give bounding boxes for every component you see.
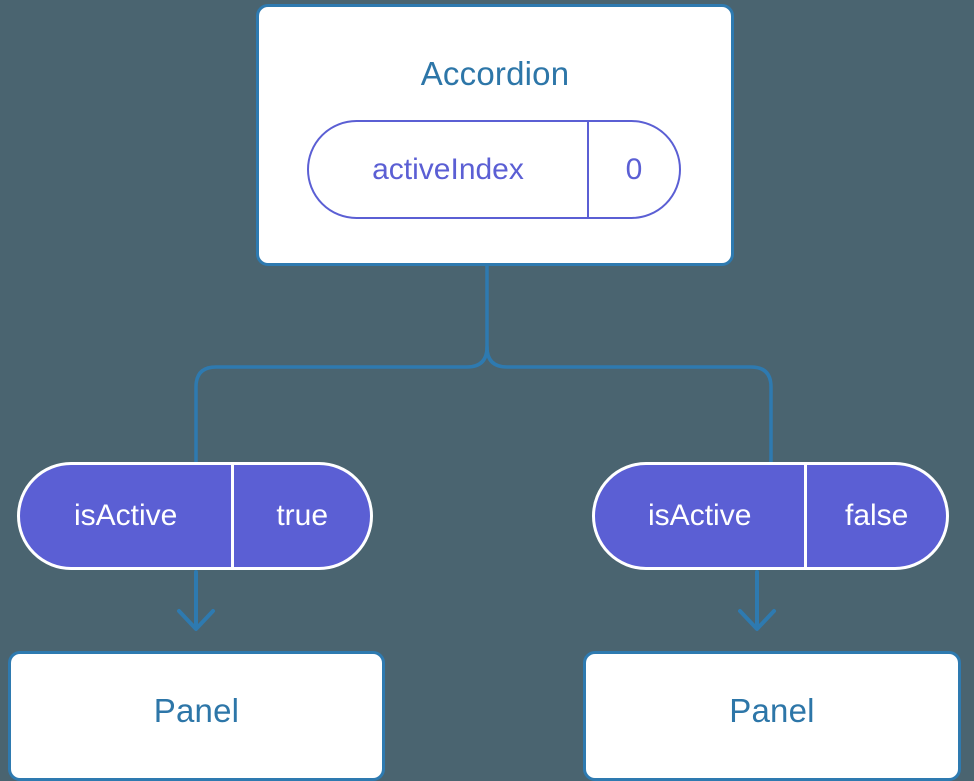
state-pill-is-active-left[interactable]: isActive true <box>17 462 373 570</box>
arrow-right-to-panel <box>738 570 776 631</box>
state-pill-active-index[interactable]: activeIndex 0 <box>307 120 681 219</box>
tree-connector-trunk <box>194 264 489 464</box>
state-key-label: isActive <box>73 499 178 532</box>
tree-connector-branch-right <box>485 345 773 464</box>
state-value-label: 0 <box>586 122 679 217</box>
state-key-label: isActive <box>648 499 752 532</box>
panel-component-box-left[interactable]: Panel <box>8 651 385 781</box>
panel-component-box-right[interactable]: Panel <box>583 651 961 781</box>
state-key-label: activeIndex <box>372 152 524 186</box>
state-value-label: false <box>804 465 946 567</box>
accordion-title: Accordion <box>420 55 570 92</box>
state-pill-is-active-right[interactable]: isActive false <box>592 462 949 570</box>
state-value-label: true <box>231 465 370 567</box>
panel-title: Panel <box>153 691 240 729</box>
arrow-left-to-panel <box>177 570 215 631</box>
panel-title: Panel <box>729 691 815 729</box>
